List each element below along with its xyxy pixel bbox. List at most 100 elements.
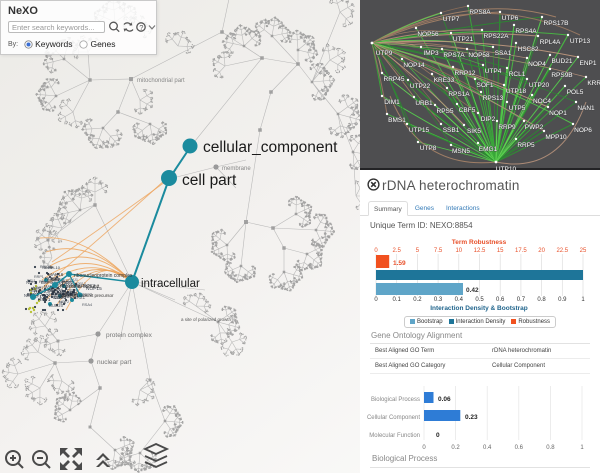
svg-text:URB2: URB2 bbox=[48, 277, 61, 282]
svg-text:SSF1: SSF1 bbox=[30, 294, 42, 300]
svg-text:protein complex: protein complex bbox=[106, 332, 153, 339]
svg-text:POL5: POL5 bbox=[567, 89, 584, 96]
svg-text:RPS17B: RPS17B bbox=[544, 20, 569, 27]
svg-text:25: 25 bbox=[580, 248, 587, 254]
svg-text:UTP8: UTP8 bbox=[420, 145, 437, 152]
svg-text:nuclear part: nuclear part bbox=[97, 359, 132, 366]
svg-text:YTM1: YTM1 bbox=[46, 292, 57, 297]
svg-text:IMP3: IMP3 bbox=[423, 50, 439, 57]
svg-text:0.3: 0.3 bbox=[434, 297, 443, 303]
svg-text:1.59: 1.59 bbox=[393, 260, 406, 267]
svg-text:ribosomal subunit precursor: ribosomal subunit precursor bbox=[58, 293, 114, 298]
svg-text:URB1: URB1 bbox=[415, 100, 433, 107]
svg-text:0: 0 bbox=[422, 445, 426, 451]
svg-text:NOP4: NOP4 bbox=[66, 292, 80, 298]
svg-text:PRP43: PRP43 bbox=[59, 280, 73, 285]
svg-text:SSA1: SSA1 bbox=[495, 50, 512, 57]
svg-text:NOP56: NOP56 bbox=[417, 31, 439, 38]
svg-text:Biological Process: Biological Process bbox=[371, 397, 420, 403]
svg-text:RRP9: RRP9 bbox=[498, 124, 516, 131]
svg-text:RLP34: RLP34 bbox=[45, 276, 59, 281]
svg-text:SDA1: SDA1 bbox=[65, 292, 75, 297]
svg-text:JJJ1: JJJ1 bbox=[70, 277, 78, 282]
svg-text:NOP16: NOP16 bbox=[50, 287, 64, 292]
svg-text:CBF5: CBF5 bbox=[459, 107, 476, 114]
svg-text:RPS5: RPS5 bbox=[437, 108, 454, 115]
svg-text:DBP6: DBP6 bbox=[67, 288, 79, 293]
svg-text:DBP10: DBP10 bbox=[58, 284, 69, 288]
svg-text:NOP12: NOP12 bbox=[74, 282, 86, 286]
svg-text:RLP24: RLP24 bbox=[60, 292, 73, 297]
svg-text:SOF1: SOF1 bbox=[477, 82, 494, 89]
svg-text:UTP20: UTP20 bbox=[529, 82, 550, 89]
svg-text:membrane: membrane bbox=[222, 166, 251, 172]
svg-text:KRR1: KRR1 bbox=[587, 80, 600, 87]
svg-text:Molecular Function: Molecular Function bbox=[369, 433, 420, 439]
svg-text:0.2: 0.2 bbox=[451, 445, 460, 451]
svg-text:15: 15 bbox=[497, 248, 504, 254]
svg-text:NUG1: NUG1 bbox=[53, 295, 67, 301]
svg-text:TIF6: TIF6 bbox=[58, 301, 66, 305]
svg-text:RPL7A: RPL7A bbox=[40, 265, 52, 269]
svg-text:NOG1: NOG1 bbox=[66, 292, 80, 297]
svg-text:NIP7: NIP7 bbox=[26, 280, 37, 285]
svg-text:RPL25: RPL25 bbox=[60, 290, 75, 296]
svg-text:UTP4: UTP4 bbox=[485, 68, 502, 75]
svg-text:Cellular Component: Cellular Component bbox=[367, 415, 420, 421]
svg-text:UTP6: UTP6 bbox=[502, 15, 519, 22]
svg-text:0.5: 0.5 bbox=[475, 297, 484, 303]
svg-text:UTP7: UTP7 bbox=[443, 16, 460, 23]
svg-text:1: 1 bbox=[580, 445, 584, 451]
svg-text:UTP13: UTP13 bbox=[570, 38, 591, 45]
svg-text:DIP2: DIP2 bbox=[481, 116, 496, 123]
svg-text:17.5: 17.5 bbox=[515, 248, 527, 254]
svg-text:RSA4: RSA4 bbox=[82, 302, 93, 307]
svg-text:0.1: 0.1 bbox=[393, 297, 402, 303]
svg-text:0: 0 bbox=[374, 297, 378, 303]
svg-text:cellular_component: cellular_component bbox=[203, 139, 338, 156]
svg-text:NOP9: NOP9 bbox=[42, 265, 54, 270]
svg-text:SPB1: SPB1 bbox=[60, 294, 73, 300]
svg-text:NSA1: NSA1 bbox=[29, 288, 40, 293]
svg-text:0.4: 0.4 bbox=[483, 445, 492, 451]
svg-text:0.6: 0.6 bbox=[515, 445, 524, 451]
svg-text:RPL4A: RPL4A bbox=[540, 39, 561, 46]
svg-text:NOP53: NOP53 bbox=[52, 278, 66, 283]
svg-text:?: ? bbox=[139, 23, 143, 32]
svg-text:UTP22: UTP22 bbox=[410, 83, 431, 90]
svg-text:SPB4: SPB4 bbox=[46, 288, 56, 292]
svg-text:NOP14: NOP14 bbox=[403, 62, 425, 69]
svg-text:RRP12: RRP12 bbox=[455, 70, 476, 77]
svg-text:0.9: 0.9 bbox=[558, 297, 567, 303]
svg-text:EBP2: EBP2 bbox=[82, 292, 92, 297]
svg-text:RRP5: RRP5 bbox=[517, 142, 535, 149]
svg-text:RPL5: RPL5 bbox=[39, 279, 50, 284]
svg-text:RPF2: RPF2 bbox=[54, 293, 63, 297]
svg-text:Interaction Density & Bootstra: Interaction Density & Bootstrap bbox=[430, 305, 528, 312]
svg-text:REI1: REI1 bbox=[27, 278, 36, 283]
svg-text:ENP1: ENP1 bbox=[580, 60, 597, 67]
svg-text:RPF1: RPF1 bbox=[38, 297, 51, 303]
svg-text:UTP15: UTP15 bbox=[409, 127, 430, 134]
svg-text:RRP45: RRP45 bbox=[384, 76, 405, 83]
svg-text:RPS1A: RPS1A bbox=[448, 91, 470, 98]
svg-text:NOG2: NOG2 bbox=[73, 283, 85, 288]
svg-text:MSN5: MSN5 bbox=[452, 148, 470, 155]
svg-text:RPL10: RPL10 bbox=[48, 265, 61, 270]
svg-text:BMS1: BMS1 bbox=[388, 117, 406, 124]
svg-text:20: 20 bbox=[538, 248, 545, 254]
svg-text:UTP21: UTP21 bbox=[453, 36, 474, 43]
svg-text:intracellular: intracellular bbox=[141, 278, 200, 290]
svg-text:UTP10: UTP10 bbox=[496, 166, 517, 170]
svg-text:DBP3: DBP3 bbox=[54, 295, 67, 300]
svg-text:0: 0 bbox=[374, 248, 378, 254]
svg-text:DBP9: DBP9 bbox=[41, 280, 53, 285]
svg-text:NOP2: NOP2 bbox=[59, 300, 69, 304]
svg-text:RCL1: RCL1 bbox=[509, 71, 526, 78]
svg-text:NOC2: NOC2 bbox=[83, 283, 96, 288]
svg-text:0.6: 0.6 bbox=[496, 297, 505, 303]
svg-text:NOP1: NOP1 bbox=[549, 110, 567, 117]
svg-text:Term Robustness: Term Robustness bbox=[452, 239, 507, 246]
svg-text:CIC1: CIC1 bbox=[51, 287, 61, 292]
svg-text:PWP2: PWP2 bbox=[525, 124, 544, 131]
